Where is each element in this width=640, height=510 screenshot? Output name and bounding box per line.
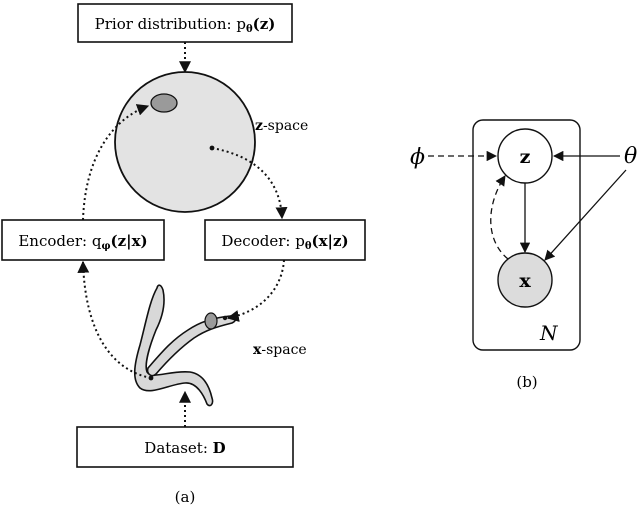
encoder-box-text: Encoder: q bbox=[18, 232, 102, 250]
encoder-box-arg: (z|x) bbox=[111, 232, 148, 250]
x-space-manifold-branch bbox=[146, 315, 237, 377]
x-node-label: x bbox=[519, 270, 531, 292]
z-space-label-text: -space bbox=[263, 118, 308, 134]
panel-b-caption: (b) bbox=[516, 373, 537, 391]
z-space-posterior-blob bbox=[150, 93, 178, 113]
decoder-box-text: Decoder: p bbox=[221, 232, 304, 250]
theta-to-x-edge bbox=[544, 169, 627, 261]
panel-a-caption: (a) bbox=[175, 488, 196, 506]
x-space-label-bold: x bbox=[253, 342, 262, 358]
panel-b: N z x ϕ θ (b) bbox=[410, 119, 637, 391]
z-space-label: z-space bbox=[255, 118, 308, 134]
encoder-box: Encoder: qφ(z|x) bbox=[1, 219, 165, 261]
encoder-to-zspace-arrow bbox=[82, 104, 150, 221]
decoder-box-arg: (x|z) bbox=[311, 232, 348, 250]
x-to-z-inference-edge bbox=[490, 175, 509, 260]
svg-text:Dataset: D: Dataset: D bbox=[144, 439, 225, 457]
prior-box-text: Prior distribution: p bbox=[95, 15, 246, 33]
prior-box-arg: (z) bbox=[253, 15, 276, 33]
svg-text:Encoder: qφ(z|x): Encoder: qφ(z|x) bbox=[18, 232, 147, 252]
dataset-box-bold: D bbox=[213, 439, 226, 457]
z-space-circle bbox=[114, 71, 256, 213]
theta-label: θ bbox=[624, 144, 637, 169]
dataset-box: Dataset: D bbox=[76, 426, 294, 468]
panel-a: Prior distribution: pθ(z) z-space Encode… bbox=[1, 3, 366, 506]
dataset-box-text: Dataset: bbox=[144, 439, 212, 457]
plate-label: N bbox=[539, 321, 559, 345]
prior-box-sub: θ bbox=[246, 24, 253, 35]
prior-distribution-box: Prior distribution: pθ(z) bbox=[77, 3, 293, 43]
x-space-likelihood-blob bbox=[204, 312, 218, 330]
x-space-label: x-space bbox=[253, 342, 307, 358]
decoder-to-xspace-arrow bbox=[226, 259, 285, 322]
x-space-decoded-dot bbox=[222, 315, 228, 321]
decoder-box: Decoder: pθ(x|z) bbox=[204, 219, 366, 261]
svg-text:Prior distribution: pθ(z): Prior distribution: pθ(z) bbox=[95, 15, 276, 35]
decoder-box-sub: θ bbox=[305, 241, 312, 252]
zspace-to-decoder-arrow bbox=[211, 147, 288, 220]
svg-text:Decoder: pθ(x|z): Decoder: pθ(x|z) bbox=[221, 232, 348, 252]
z-node-label: z bbox=[520, 146, 531, 168]
encoder-box-sub: φ bbox=[101, 241, 110, 252]
z-space-label-bold: z bbox=[255, 118, 263, 134]
x-space-label-text: -space bbox=[261, 342, 306, 358]
phi-label: ϕ bbox=[410, 145, 425, 170]
